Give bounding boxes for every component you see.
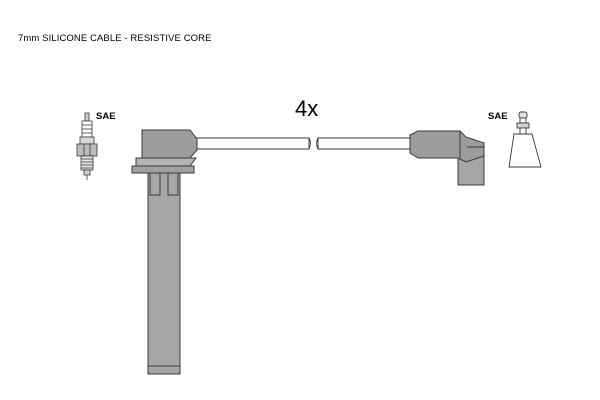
angled-boot-right [409,130,485,186]
sae-label-right: SAE [488,111,508,122]
ignition-cable [196,137,411,150]
sae-label-left: SAE [96,111,116,122]
spark-plug-icon [76,112,98,180]
cable-break-mark [308,137,319,150]
plug-boot-left [131,129,198,375]
sae-terminal-icon [508,111,542,168]
quantity-label: 4x [295,96,319,121]
cable-spec-label: 7mm SILICONE CABLE - RESISTIVE CORE [18,33,212,44]
